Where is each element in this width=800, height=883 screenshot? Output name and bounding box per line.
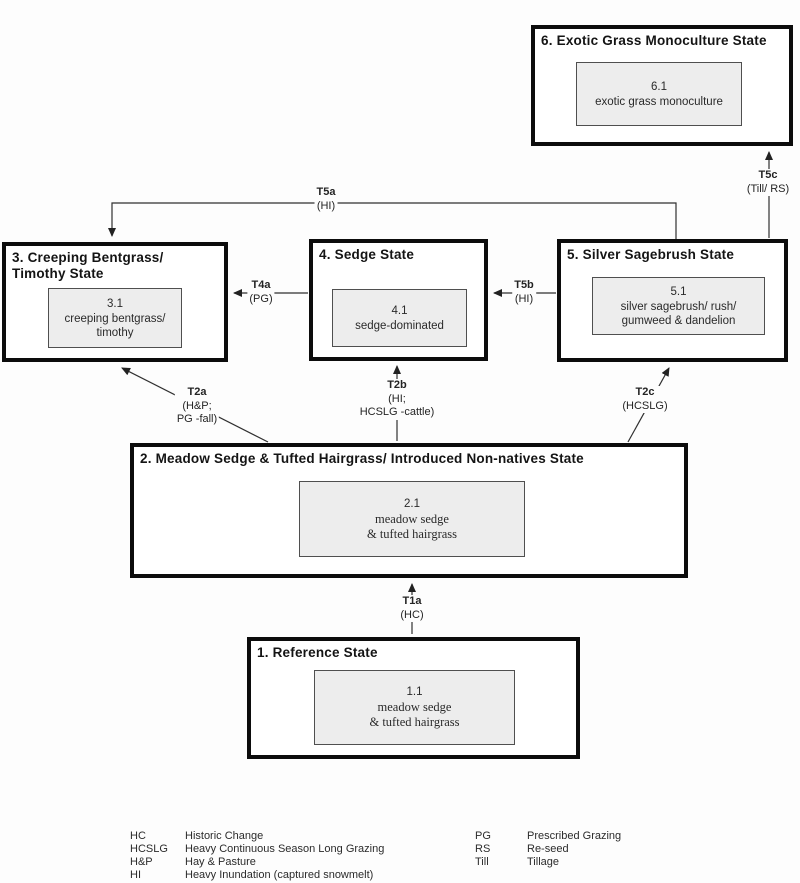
transition-code: T1a	[402, 595, 422, 607]
transition-t5a-arrow	[108, 202, 677, 239]
community-name: silver sagebrush/ rush/	[620, 300, 737, 313]
legend-row: PG Prescribed Grazing	[475, 830, 621, 843]
transition-cause: (H&P;	[182, 399, 212, 412]
community-name: creeping bentgrass/	[64, 312, 166, 325]
transition-code: T5a	[316, 186, 336, 198]
state-title: 1. Reference State	[257, 645, 378, 660]
community-name: gumweed & dandelion	[621, 314, 736, 327]
legend-abbr: HC	[130, 830, 146, 842]
transition-label-t2a: T2a (H&P; PG -fall)	[174, 386, 220, 427]
community-name: exotic grass monoculture	[595, 95, 723, 108]
legend-row: HI Heavy Inundation (captured snowmelt)	[130, 869, 384, 882]
community-code: 3.1	[107, 297, 123, 310]
state-box-exotic-grass: 6. Exotic Grass Monoculture State 6.1 ex…	[531, 25, 793, 146]
transition-label-t5a: T5a (HI)	[314, 186, 338, 213]
state-box-creeping-bentgrass: 3. Creeping Bentgrass/ Timothy State 3.1…	[2, 242, 228, 362]
state-title: 6. Exotic Grass Monoculture State	[541, 33, 767, 48]
legend-row: HC Historic Change	[130, 830, 384, 843]
legend-definition: Hay & Pasture	[185, 856, 256, 868]
state-title: 2. Meadow Sedge & Tufted Hairgrass/ Intr…	[140, 451, 584, 466]
transition-code: T5c	[758, 169, 778, 181]
legend-abbr: RS	[475, 843, 491, 855]
transition-label-t2c: T2c (HCSLG)	[620, 386, 670, 413]
transition-code: T2b	[387, 379, 407, 391]
community-box-3-1: 3.1 creeping bentgrass/ timothy	[48, 288, 182, 348]
state-box-reference: 1. Reference State 1.1 meadow sedge & tu…	[247, 637, 580, 759]
legend-right-column: PG Prescribed Grazing RS Re-seed Till Ti…	[475, 830, 621, 869]
legend-abbr: Till	[475, 856, 489, 868]
community-name: timothy	[96, 326, 134, 339]
community-code: 5.1	[670, 285, 687, 298]
community-name: sedge-dominated	[355, 319, 444, 332]
community-code: 4.1	[391, 304, 408, 317]
transition-code: T4a	[251, 279, 271, 291]
legend-definition: Tillage	[527, 856, 559, 868]
transition-label-t5b: T5b (HI)	[512, 279, 536, 306]
legend-abbr: PG	[475, 830, 491, 842]
transition-code: T5b	[514, 279, 534, 291]
transition-cause: (HI;	[388, 392, 406, 405]
community-box-1-1: 1.1 meadow sedge & tufted hairgrass	[314, 670, 515, 745]
transition-code: T2c	[635, 386, 655, 398]
community-box-4-1: 4.1 sedge-dominated	[332, 289, 467, 347]
transition-label-t1a: T1a (HC)	[398, 595, 426, 622]
transition-cause: (HC)	[400, 608, 424, 621]
legend-definition: Re-seed	[527, 843, 569, 855]
legend-definition: Heavy Continuous Season Long Grazing	[185, 843, 385, 855]
transition-cause: (HI)	[316, 199, 336, 212]
community-box-6-1: 6.1 exotic grass monoculture	[576, 62, 742, 126]
legend-definition: Prescribed Grazing	[527, 830, 622, 842]
transition-cause: (HI)	[514, 292, 534, 305]
legend-row: HCSLG Heavy Continuous Season Long Grazi…	[130, 843, 384, 856]
legend-abbr: H&P	[130, 856, 153, 868]
community-box-2-1: 2.1 meadow sedge & tufted hairgrass	[299, 481, 525, 557]
state-title: 3. Creeping Bentgrass/ Timothy State	[12, 250, 164, 281]
state-box-sedge: 4. Sedge State 4.1 sedge-dominated	[309, 239, 488, 361]
legend-definition: Heavy Inundation (captured snowmelt)	[185, 869, 374, 881]
community-name: & tufted hairgrass	[369, 715, 460, 729]
legend-left-column: HC Historic Change HCSLG Heavy Continuou…	[130, 830, 384, 882]
community-code: 1.1	[406, 686, 423, 698]
transition-label-t2b: T2b (HI; HCSLG -cattle)	[357, 379, 437, 420]
legend-row: Till Tillage	[475, 856, 621, 869]
community-box-5-1: 5.1 silver sagebrush/ rush/ gumweed & da…	[592, 277, 765, 335]
legend-row: RS Re-seed	[475, 843, 621, 856]
community-code: 6.1	[651, 80, 667, 93]
legend-definition: Historic Change	[185, 830, 264, 842]
legend-row: H&P Hay & Pasture	[130, 856, 384, 869]
state-box-meadow-sedge-non-natives: 2. Meadow Sedge & Tufted Hairgrass/ Intr…	[130, 443, 688, 578]
transition-cause: (PG)	[249, 292, 273, 305]
community-name: meadow sedge	[377, 700, 452, 714]
transition-label-t4a: T4a (PG)	[247, 279, 275, 306]
community-name: meadow sedge	[375, 511, 449, 526]
legend-abbr: HCSLG	[130, 843, 168, 855]
transition-cause: (HCSLG)	[622, 399, 668, 412]
legend-abbr: HI	[130, 869, 141, 881]
state-box-silver-sagebrush: 5. Silver Sagebrush State 5.1 silver sag…	[557, 239, 788, 362]
transition-code: T2a	[187, 386, 207, 398]
transition-cause: PG -fall)	[176, 413, 218, 425]
transition-cause: (Till/ RS)	[746, 182, 790, 195]
transition-label-t5c: T5c (Till/ RS)	[744, 169, 792, 196]
state-title: 5. Silver Sagebrush State	[567, 247, 735, 262]
community-code: 2.1	[404, 497, 420, 510]
transition-cause: HCSLG -cattle)	[359, 406, 435, 418]
state-title: 4. Sedge State	[319, 247, 415, 262]
community-name: & tufted hairgrass	[366, 526, 458, 541]
